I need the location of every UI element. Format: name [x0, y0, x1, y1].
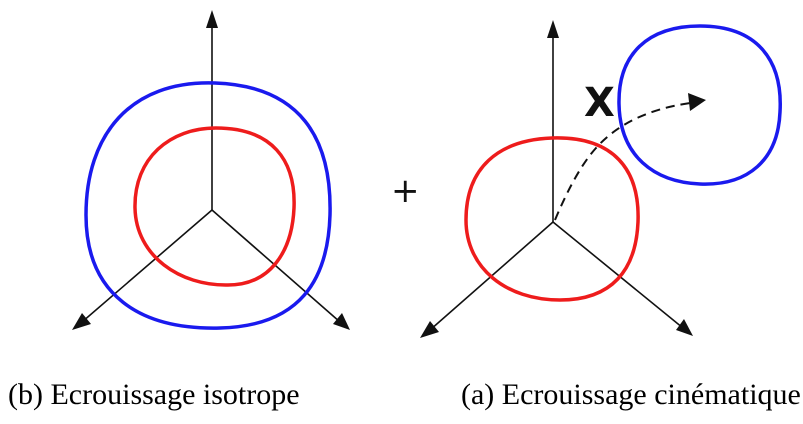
right-axis-lower-right: [552, 221, 684, 329]
plus-operator: +: [391, 171, 420, 211]
isotropic-panel: [72, 10, 350, 330]
left-axis-lower-right: [211, 209, 341, 323]
right-arrowhead-lower-right: [676, 319, 693, 336]
left-axis-lower-left: [81, 209, 213, 323]
kinematic-panel: X: [420, 20, 782, 338]
backstress-arrowhead: [688, 93, 706, 111]
left-arrowhead-lower-right: [333, 313, 350, 330]
right-axes: [420, 20, 693, 338]
left-arrowhead-lower-left: [72, 313, 91, 330]
backstress-vector: [554, 102, 691, 221]
caption-kinematic: (a) Ecrouissage cinématique: [461, 378, 801, 411]
initial-yield-surface: [464, 136, 640, 302]
inner-yield-surface: [133, 126, 296, 287]
left-axes: [72, 10, 350, 330]
caption-isotropic: (b) Ecrouissage isotrope: [8, 378, 300, 411]
right-arrowhead-lower-left: [420, 321, 439, 338]
backstress-label: X: [584, 80, 615, 126]
outer-yield-surface: [84, 81, 332, 330]
left-arrowhead-up: [206, 10, 218, 28]
right-arrowhead-up: [547, 20, 559, 38]
translated-yield-surface: [617, 24, 782, 186]
